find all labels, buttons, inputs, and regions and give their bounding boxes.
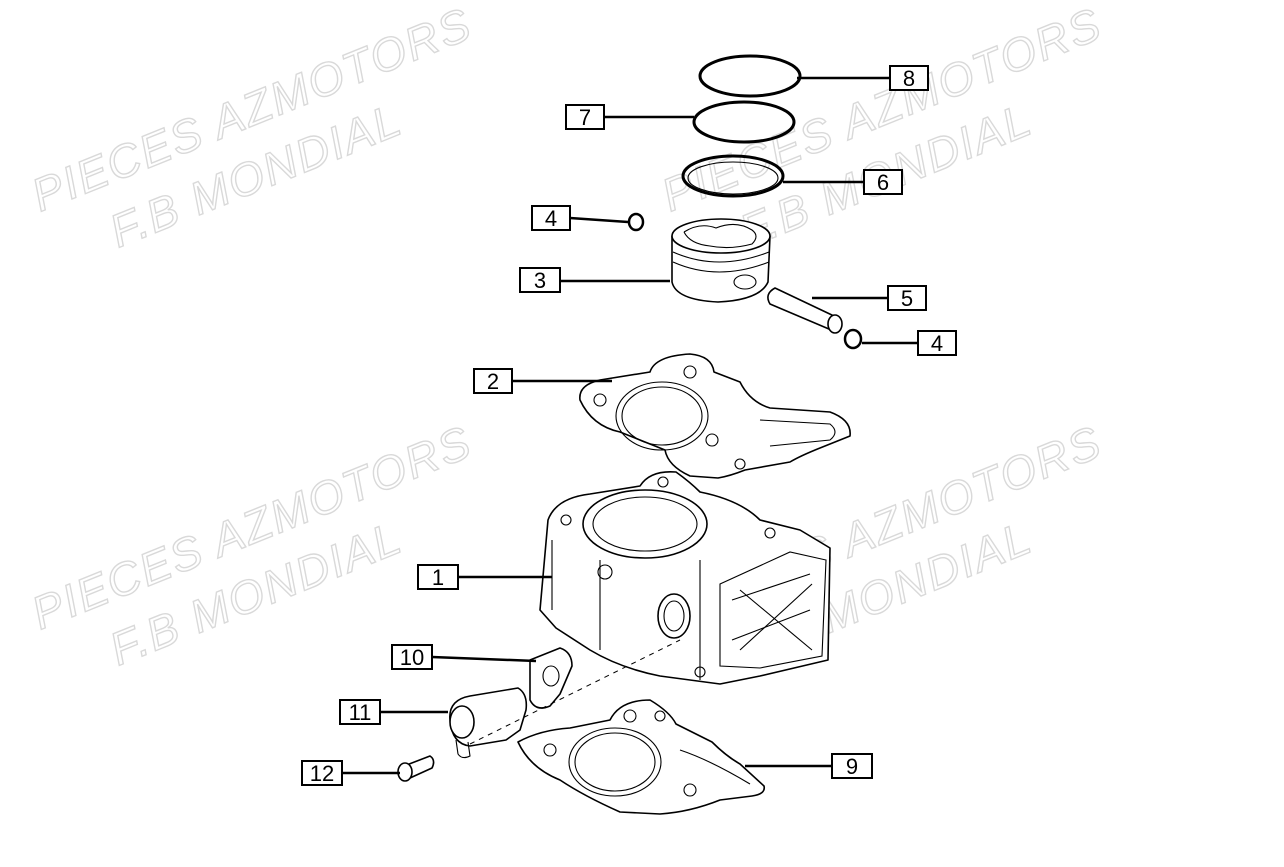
cylinder-block bbox=[539, 470, 831, 685]
piston bbox=[671, 218, 771, 303]
callout-3: 3 bbox=[519, 267, 561, 293]
svg-text:12: 12 bbox=[310, 761, 334, 786]
callout-10: 10 bbox=[391, 644, 433, 670]
svg-text:3: 3 bbox=[534, 268, 546, 293]
callout-6: 6 bbox=[863, 169, 903, 195]
callout-11: 11 bbox=[339, 699, 381, 725]
svg-text:10: 10 bbox=[400, 645, 424, 670]
callout-8: 8 bbox=[889, 65, 929, 91]
svg-text:8: 8 bbox=[903, 66, 915, 91]
svg-text:4: 4 bbox=[931, 331, 943, 356]
svg-text:2: 2 bbox=[487, 369, 499, 394]
piston-ring-top bbox=[698, 54, 802, 98]
callout-4-left: 4 bbox=[531, 205, 571, 231]
circlip-right bbox=[843, 328, 863, 350]
callout-1: 1 bbox=[417, 564, 459, 590]
callout-12: 12 bbox=[301, 760, 343, 786]
piston-pin bbox=[767, 287, 843, 334]
bolt bbox=[397, 755, 435, 782]
svg-text:4: 4 bbox=[545, 206, 557, 231]
callout-2: 2 bbox=[473, 368, 513, 394]
cylinder-base-gasket bbox=[517, 699, 766, 815]
svg-text:11: 11 bbox=[349, 700, 372, 725]
chain-tensioner bbox=[449, 687, 528, 759]
leader-lines bbox=[342, 76, 918, 775]
tensioner-gasket bbox=[529, 647, 573, 709]
svg-text:7: 7 bbox=[579, 105, 591, 130]
svg-text:1: 1 bbox=[432, 565, 444, 590]
piston-ring-oil bbox=[681, 154, 785, 198]
cylinder-head-gasket bbox=[579, 353, 851, 479]
callout-9: 9 bbox=[831, 753, 873, 779]
svg-text:9: 9 bbox=[846, 754, 858, 779]
callout-4-right: 4 bbox=[917, 330, 957, 356]
svg-text:6: 6 bbox=[877, 170, 889, 195]
callout-7: 7 bbox=[565, 104, 605, 130]
callout-5: 5 bbox=[887, 285, 927, 311]
svg-text:5: 5 bbox=[901, 286, 913, 311]
circlip-left bbox=[627, 212, 645, 232]
piston-ring-second bbox=[692, 100, 796, 144]
